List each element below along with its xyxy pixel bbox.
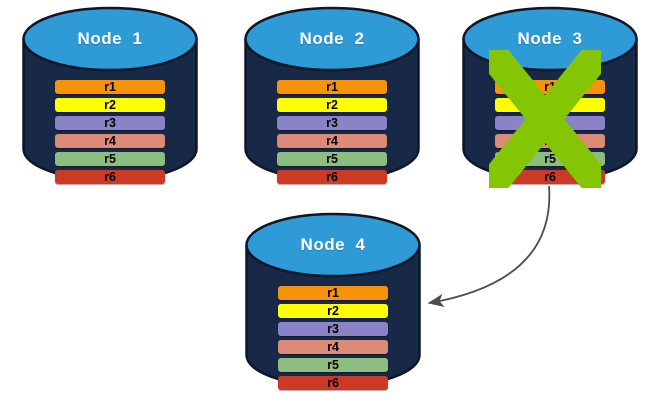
row-label: r2 bbox=[104, 97, 116, 112]
row-bar-r6[interactable]: r6 bbox=[278, 376, 388, 390]
arrow-path bbox=[427, 185, 551, 308]
row-label: r1 bbox=[104, 79, 116, 94]
node-title: Node 4 bbox=[300, 235, 366, 254]
row-stack: r1 r2 r3 r4 r5 r6 bbox=[278, 286, 388, 390]
row-label: r6 bbox=[327, 375, 339, 390]
row-bar-r4[interactable]: r4 bbox=[55, 134, 165, 148]
node-title: Node 1 bbox=[77, 29, 143, 48]
row-label: r4 bbox=[544, 133, 556, 148]
row-bar-r5[interactable]: r5 bbox=[278, 358, 388, 372]
cylinder-top-ellipse bbox=[244, 6, 420, 72]
row-label: r6 bbox=[326, 169, 338, 184]
row-bar-r6[interactable]: r6 bbox=[55, 170, 165, 184]
row-label: r2 bbox=[327, 303, 339, 318]
row-bar-r5[interactable]: r5 bbox=[277, 152, 387, 166]
node-title: Node 3 bbox=[517, 29, 583, 48]
node-title: Node 2 bbox=[299, 29, 365, 48]
row-label: r6 bbox=[544, 169, 556, 184]
row-bar-r3[interactable]: r3 bbox=[55, 116, 165, 130]
row-label: r3 bbox=[544, 115, 556, 130]
row-label: r5 bbox=[544, 151, 556, 166]
row-label: r2 bbox=[544, 97, 556, 112]
row-stack: r1 r2 r3 r4 r5 r6 bbox=[495, 80, 605, 184]
row-label: r4 bbox=[326, 133, 338, 148]
cylinder-top-ellipse bbox=[245, 212, 421, 278]
row-bar-r4[interactable]: r4 bbox=[278, 340, 388, 354]
row-bar-r2[interactable]: r2 bbox=[277, 98, 387, 112]
row-bar-r1[interactable]: r1 bbox=[495, 80, 605, 94]
node-cylinder-2[interactable]: Node 2 r1 r2 r3 r4 r5 r6 bbox=[244, 6, 420, 184]
row-bar-r6[interactable]: r6 bbox=[277, 170, 387, 184]
row-bar-r1[interactable]: r1 bbox=[278, 286, 388, 300]
row-label: r1 bbox=[327, 285, 339, 300]
node-cylinder-4[interactable]: Node 4 r1 r2 r3 r4 r5 r6 bbox=[245, 212, 421, 390]
row-bar-r4[interactable]: r4 bbox=[277, 134, 387, 148]
row-label: r4 bbox=[327, 339, 339, 354]
row-label: r1 bbox=[326, 79, 338, 94]
row-label: r3 bbox=[104, 115, 116, 130]
row-bar-r4[interactable]: r4 bbox=[495, 134, 605, 148]
row-label: r2 bbox=[326, 97, 338, 112]
cylinder-top-ellipse bbox=[22, 6, 198, 72]
row-label: r6 bbox=[104, 169, 116, 184]
row-label: r4 bbox=[104, 133, 116, 148]
row-bar-r3[interactable]: r3 bbox=[495, 116, 605, 130]
row-label: r3 bbox=[327, 321, 339, 336]
node-cylinder-1[interactable]: Node 1 r1 r2 r3 r4 r5 r6 bbox=[22, 6, 198, 184]
row-bar-r2[interactable]: r2 bbox=[55, 98, 165, 112]
row-label: r5 bbox=[104, 151, 116, 166]
node-cylinder-3[interactable]: Node 3 r1 r2 r3 r4 r5 r6 bbox=[462, 6, 638, 184]
row-bar-r3[interactable]: r3 bbox=[277, 116, 387, 130]
row-stack: r1 r2 r3 r4 r5 r6 bbox=[55, 80, 165, 184]
row-bar-r5[interactable]: r5 bbox=[495, 152, 605, 166]
row-bar-r2[interactable]: r2 bbox=[495, 98, 605, 112]
row-bar-r5[interactable]: r5 bbox=[55, 152, 165, 166]
row-label: r3 bbox=[326, 115, 338, 130]
row-bar-r1[interactable]: r1 bbox=[55, 80, 165, 94]
row-bar-r2[interactable]: r2 bbox=[278, 304, 388, 318]
row-label: r1 bbox=[544, 79, 556, 94]
row-bar-r6[interactable]: r6 bbox=[495, 170, 605, 184]
row-bar-r1[interactable]: r1 bbox=[277, 80, 387, 94]
row-label: r5 bbox=[327, 357, 339, 372]
row-stack: r1 r2 r3 r4 r5 r6 bbox=[277, 80, 387, 184]
row-label: r5 bbox=[326, 151, 338, 166]
row-bar-r3[interactable]: r3 bbox=[278, 322, 388, 336]
